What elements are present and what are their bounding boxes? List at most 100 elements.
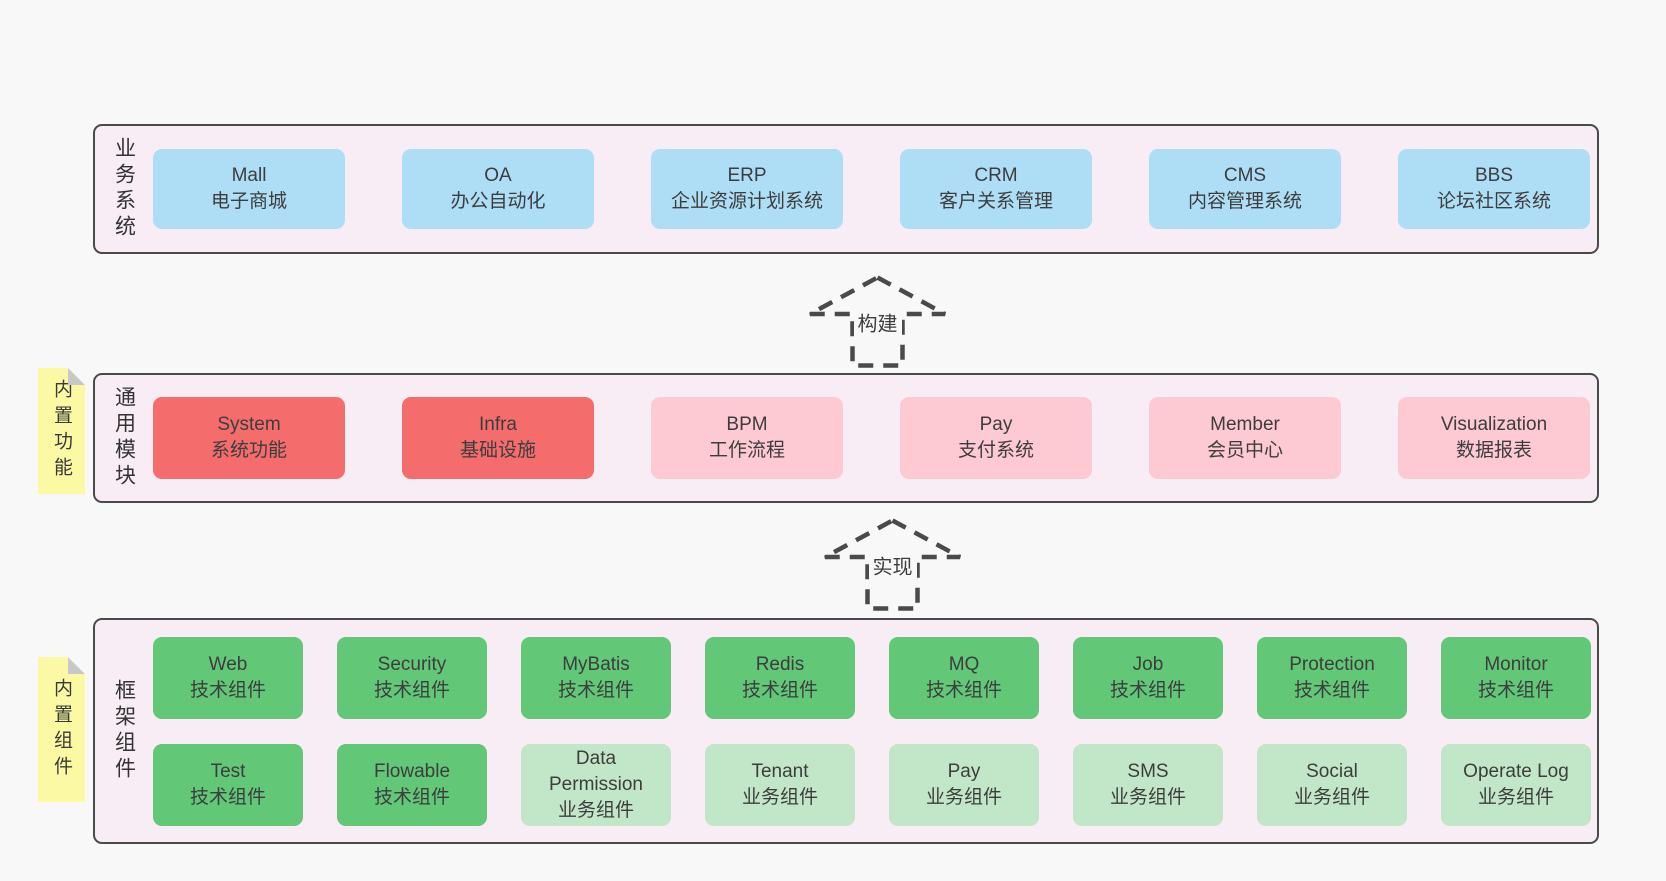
- box-mq: MQ 技术组件: [889, 636, 1039, 719]
- box-title: Web: [208, 653, 248, 675]
- box-title: System: [217, 414, 281, 435]
- component-row-2: Test 技术组件 Flowable 技术组件 Data Permission …: [153, 743, 1597, 826]
- layer-side-label: 业务系统: [95, 137, 153, 241]
- box-title: Tenant: [751, 760, 809, 782]
- box-title: Flowable: [373, 760, 451, 782]
- box-infra: Infra 基础设施: [402, 397, 594, 479]
- box-title: Data Permission: [549, 747, 643, 795]
- box-bpm: BPM 工作流程: [651, 397, 843, 479]
- box-title: Redis: [755, 653, 805, 675]
- box-subtitle: 业务组件: [1293, 786, 1370, 808]
- layer-framework-components: 框架组件 Web 技术组件 Security 技术组件 MyBatis 技术组件…: [93, 618, 1599, 844]
- box-title: MyBatis: [562, 653, 630, 675]
- module-boxes: System 系统功能 Infra 基础设施 BPM 工作流程 Pay 支付系统…: [153, 397, 1597, 479]
- box-security: Security 技术组件: [337, 636, 487, 719]
- build-arrow: 构建: [807, 275, 948, 368]
- box-title: CRM: [974, 165, 1018, 186]
- box-title: Pay: [979, 414, 1013, 435]
- box-title: SMS: [1127, 760, 1169, 782]
- box-erp: ERP 企业资源计划系统: [651, 149, 843, 229]
- box-operate-log: Operate Log 业务组件: [1441, 743, 1591, 826]
- box-subtitle: 技术组件: [741, 679, 818, 701]
- component-rows: Web 技术组件 Security 技术组件 MyBatis 技术组件 Redi…: [153, 636, 1597, 826]
- up-arrow-icon: [808, 275, 947, 368]
- layer-business-systems: 业务系统 Mall 电子商城 OA 办公自动化 ERP 企业资源计划系统 CRM…: [93, 124, 1599, 254]
- box-mybatis: MyBatis 技术组件: [521, 636, 671, 719]
- layer-side-label: 框架组件: [95, 679, 153, 783]
- box-title: Job: [1132, 653, 1164, 675]
- business-boxes: Mall 电子商城 OA 办公自动化 ERP 企业资源计划系统 CRM 客户关系…: [153, 149, 1597, 229]
- box-subtitle: 会员中心: [1206, 440, 1283, 461]
- box-pay: Pay 支付系统: [900, 397, 1092, 479]
- box-title: Visualization: [1440, 414, 1548, 435]
- box-social: Social 业务组件: [1257, 743, 1407, 826]
- box-subtitle: 业务组件: [925, 786, 1002, 808]
- box-subtitle: 技术组件: [373, 679, 450, 701]
- box-title: Operate Log: [1463, 760, 1569, 782]
- box-title: CMS: [1223, 165, 1267, 186]
- layer-title: 通用模块: [112, 386, 136, 490]
- layer-title: 框架组件: [112, 679, 136, 783]
- box-tenant: Tenant 业务组件: [705, 743, 855, 826]
- box-member: Member 会员中心: [1149, 397, 1341, 479]
- box-title: Protection: [1289, 653, 1375, 675]
- box-system: System 系统功能: [153, 397, 345, 479]
- box-data-permission: Data Permission 业务组件: [521, 743, 671, 826]
- box-subtitle: 系统功能: [210, 440, 287, 461]
- box-subtitle: 论坛社区系统: [1436, 191, 1551, 212]
- layer-side-label: 通用模块: [95, 386, 153, 490]
- implement-arrow: 实现: [822, 518, 963, 611]
- box-subtitle: 技术组件: [373, 786, 450, 808]
- box-title: BPM: [726, 414, 768, 435]
- box-title: Monitor: [1484, 653, 1548, 675]
- note-fold-corner: [68, 657, 85, 674]
- box-title: Social: [1306, 760, 1358, 782]
- box-title: Security: [377, 653, 447, 675]
- box-title: Infra: [478, 414, 518, 435]
- note-text: 内置组件: [51, 677, 72, 782]
- box-web: Web 技术组件: [153, 636, 303, 719]
- box-title: Mall: [231, 165, 267, 186]
- box-subtitle: 办公自动化: [450, 191, 546, 212]
- box-subtitle: 基础设施: [459, 440, 536, 461]
- box-subtitle: 业务组件: [741, 786, 818, 808]
- box-subtitle: 客户关系管理: [938, 191, 1053, 212]
- box-visualization: Visualization 数据报表: [1398, 397, 1590, 479]
- box-subtitle: 技术组件: [557, 679, 634, 701]
- box-subtitle: 技术组件: [189, 679, 266, 701]
- build-arrow-label: 构建: [853, 306, 902, 338]
- box-subtitle: 数据报表: [1455, 440, 1532, 461]
- box-bbs: BBS 论坛社区系统: [1398, 149, 1590, 229]
- box-title: Member: [1210, 414, 1280, 435]
- box-subtitle: 工作流程: [708, 440, 785, 461]
- box-job: Job 技术组件: [1073, 636, 1223, 719]
- box-title: Test: [210, 760, 246, 782]
- box-title: BBS: [1474, 165, 1514, 186]
- sticky-note-built-in-features: 内置功能: [38, 368, 85, 494]
- box-subtitle: 企业资源计划系统: [670, 191, 823, 212]
- box-subtitle: 技术组件: [1477, 679, 1554, 701]
- box-subtitle: 技术组件: [189, 786, 266, 808]
- box-redis: Redis 技术组件: [705, 636, 855, 719]
- box-subtitle: 业务组件: [1109, 786, 1186, 808]
- box-subtitle: 技术组件: [925, 679, 1002, 701]
- box-title: Pay: [947, 760, 981, 782]
- box-title: OA: [484, 165, 512, 186]
- component-row-1: Web 技术组件 Security 技术组件 MyBatis 技术组件 Redi…: [153, 636, 1597, 719]
- sticky-note-built-in-components: 内置组件: [38, 657, 85, 802]
- box-title: ERP: [727, 165, 767, 186]
- box-subtitle: 技术组件: [1109, 679, 1186, 701]
- box-pay-component: Pay 业务组件: [889, 743, 1039, 826]
- box-test: Test 技术组件: [153, 743, 303, 826]
- box-monitor: Monitor 技术组件: [1441, 636, 1591, 719]
- box-subtitle: 技术组件: [1293, 679, 1370, 701]
- layer-common-modules: 通用模块 System 系统功能 Infra 基础设施 BPM 工作流程 Pay…: [93, 373, 1599, 503]
- box-crm: CRM 客户关系管理: [900, 149, 1092, 229]
- layer-title: 业务系统: [112, 137, 136, 241]
- box-oa: OA 办公自动化: [402, 149, 594, 229]
- box-protection: Protection 技术组件: [1257, 636, 1407, 719]
- box-mall: Mall 电子商城: [153, 149, 345, 229]
- box-subtitle: 业务组件: [557, 799, 634, 821]
- box-flowable: Flowable 技术组件: [337, 743, 487, 826]
